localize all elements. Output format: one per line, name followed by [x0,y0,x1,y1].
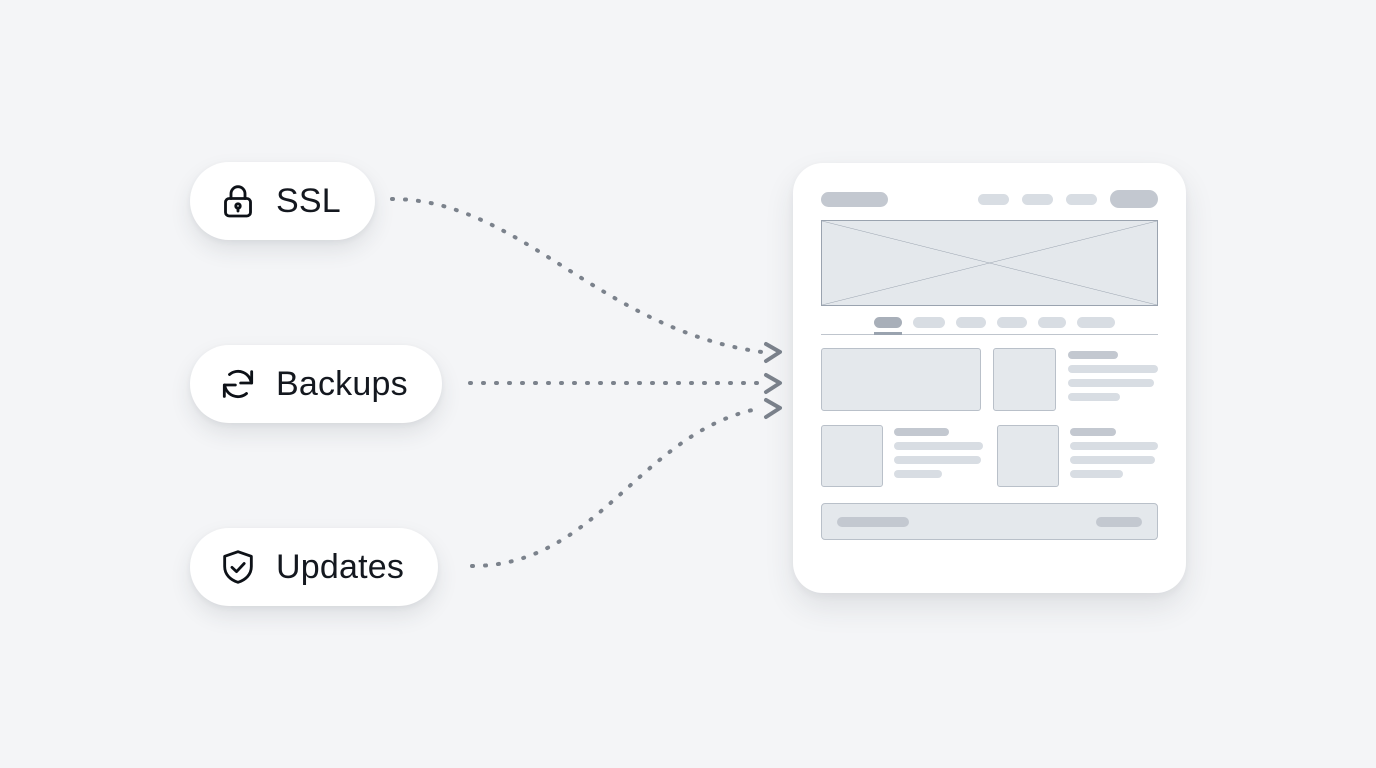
connector-updates [470,406,764,568]
feature-pill-backups[interactable]: Backups [190,345,442,423]
thumbnail-placeholder [996,425,1059,487]
text-lines-group [894,425,983,487]
nav-item-placeholder[interactable] [1022,193,1053,205]
text-line [894,428,949,436]
sync-refresh-icon [222,369,254,399]
text-lines-group [1068,348,1158,401]
nav-item-placeholder[interactable] [1066,193,1097,205]
text-line [1069,442,1158,450]
text-lines-group [1069,425,1158,487]
thumbnail-placeholder [821,425,883,487]
content-row-2 [821,425,1158,487]
tab-item[interactable] [956,317,986,328]
footer-button-placeholder[interactable] [1096,516,1142,527]
arrowhead-icon [764,373,782,394]
arrowhead-icon [764,342,782,363]
text-line [1069,428,1116,436]
tab-item[interactable] [1077,317,1115,328]
media-text-block [996,425,1158,487]
content-row-1 [821,348,1158,411]
hero-image-placeholder [821,220,1158,306]
active-tab-underline [874,332,902,335]
text-line [894,456,981,464]
text-line [894,470,942,478]
arrowhead-icon [764,398,782,419]
text-line [1068,379,1155,387]
tab-item[interactable] [1038,317,1066,328]
x-cross-icon [822,221,1157,305]
tab-item[interactable] [874,317,902,328]
feature-pill-label: Backups [276,365,408,403]
connector-ssl [390,197,764,354]
text-line [1069,470,1123,478]
nav-item-placeholder[interactable] [978,193,1009,205]
feature-pill-label: SSL [276,182,341,220]
card-footer [821,503,1158,540]
text-line [1068,351,1118,359]
feature-pill-label: Updates [276,548,405,586]
shield-check-icon [223,550,253,584]
footer-text-placeholder [837,516,909,527]
text-line [1068,393,1121,401]
card-tabs [821,317,1158,328]
media-block-wide [821,348,981,411]
tab-item[interactable] [913,317,945,328]
text-line [1069,456,1156,464]
media-text-block [821,425,983,487]
cta-button-placeholder[interactable] [1110,190,1158,208]
tab-divider [821,332,1158,335]
website-preview-card[interactable] [793,163,1186,593]
feature-pill-ssl[interactable]: SSL [190,162,375,240]
lock-icon [224,185,252,218]
card-header [821,190,1158,208]
card-nav [978,190,1158,208]
tab-item[interactable] [997,317,1027,328]
logo-placeholder [821,191,888,207]
text-line [894,442,983,450]
text-line [1068,365,1158,373]
feature-pill-updates[interactable]: Updates [190,528,439,606]
media-block-square [993,348,1056,411]
